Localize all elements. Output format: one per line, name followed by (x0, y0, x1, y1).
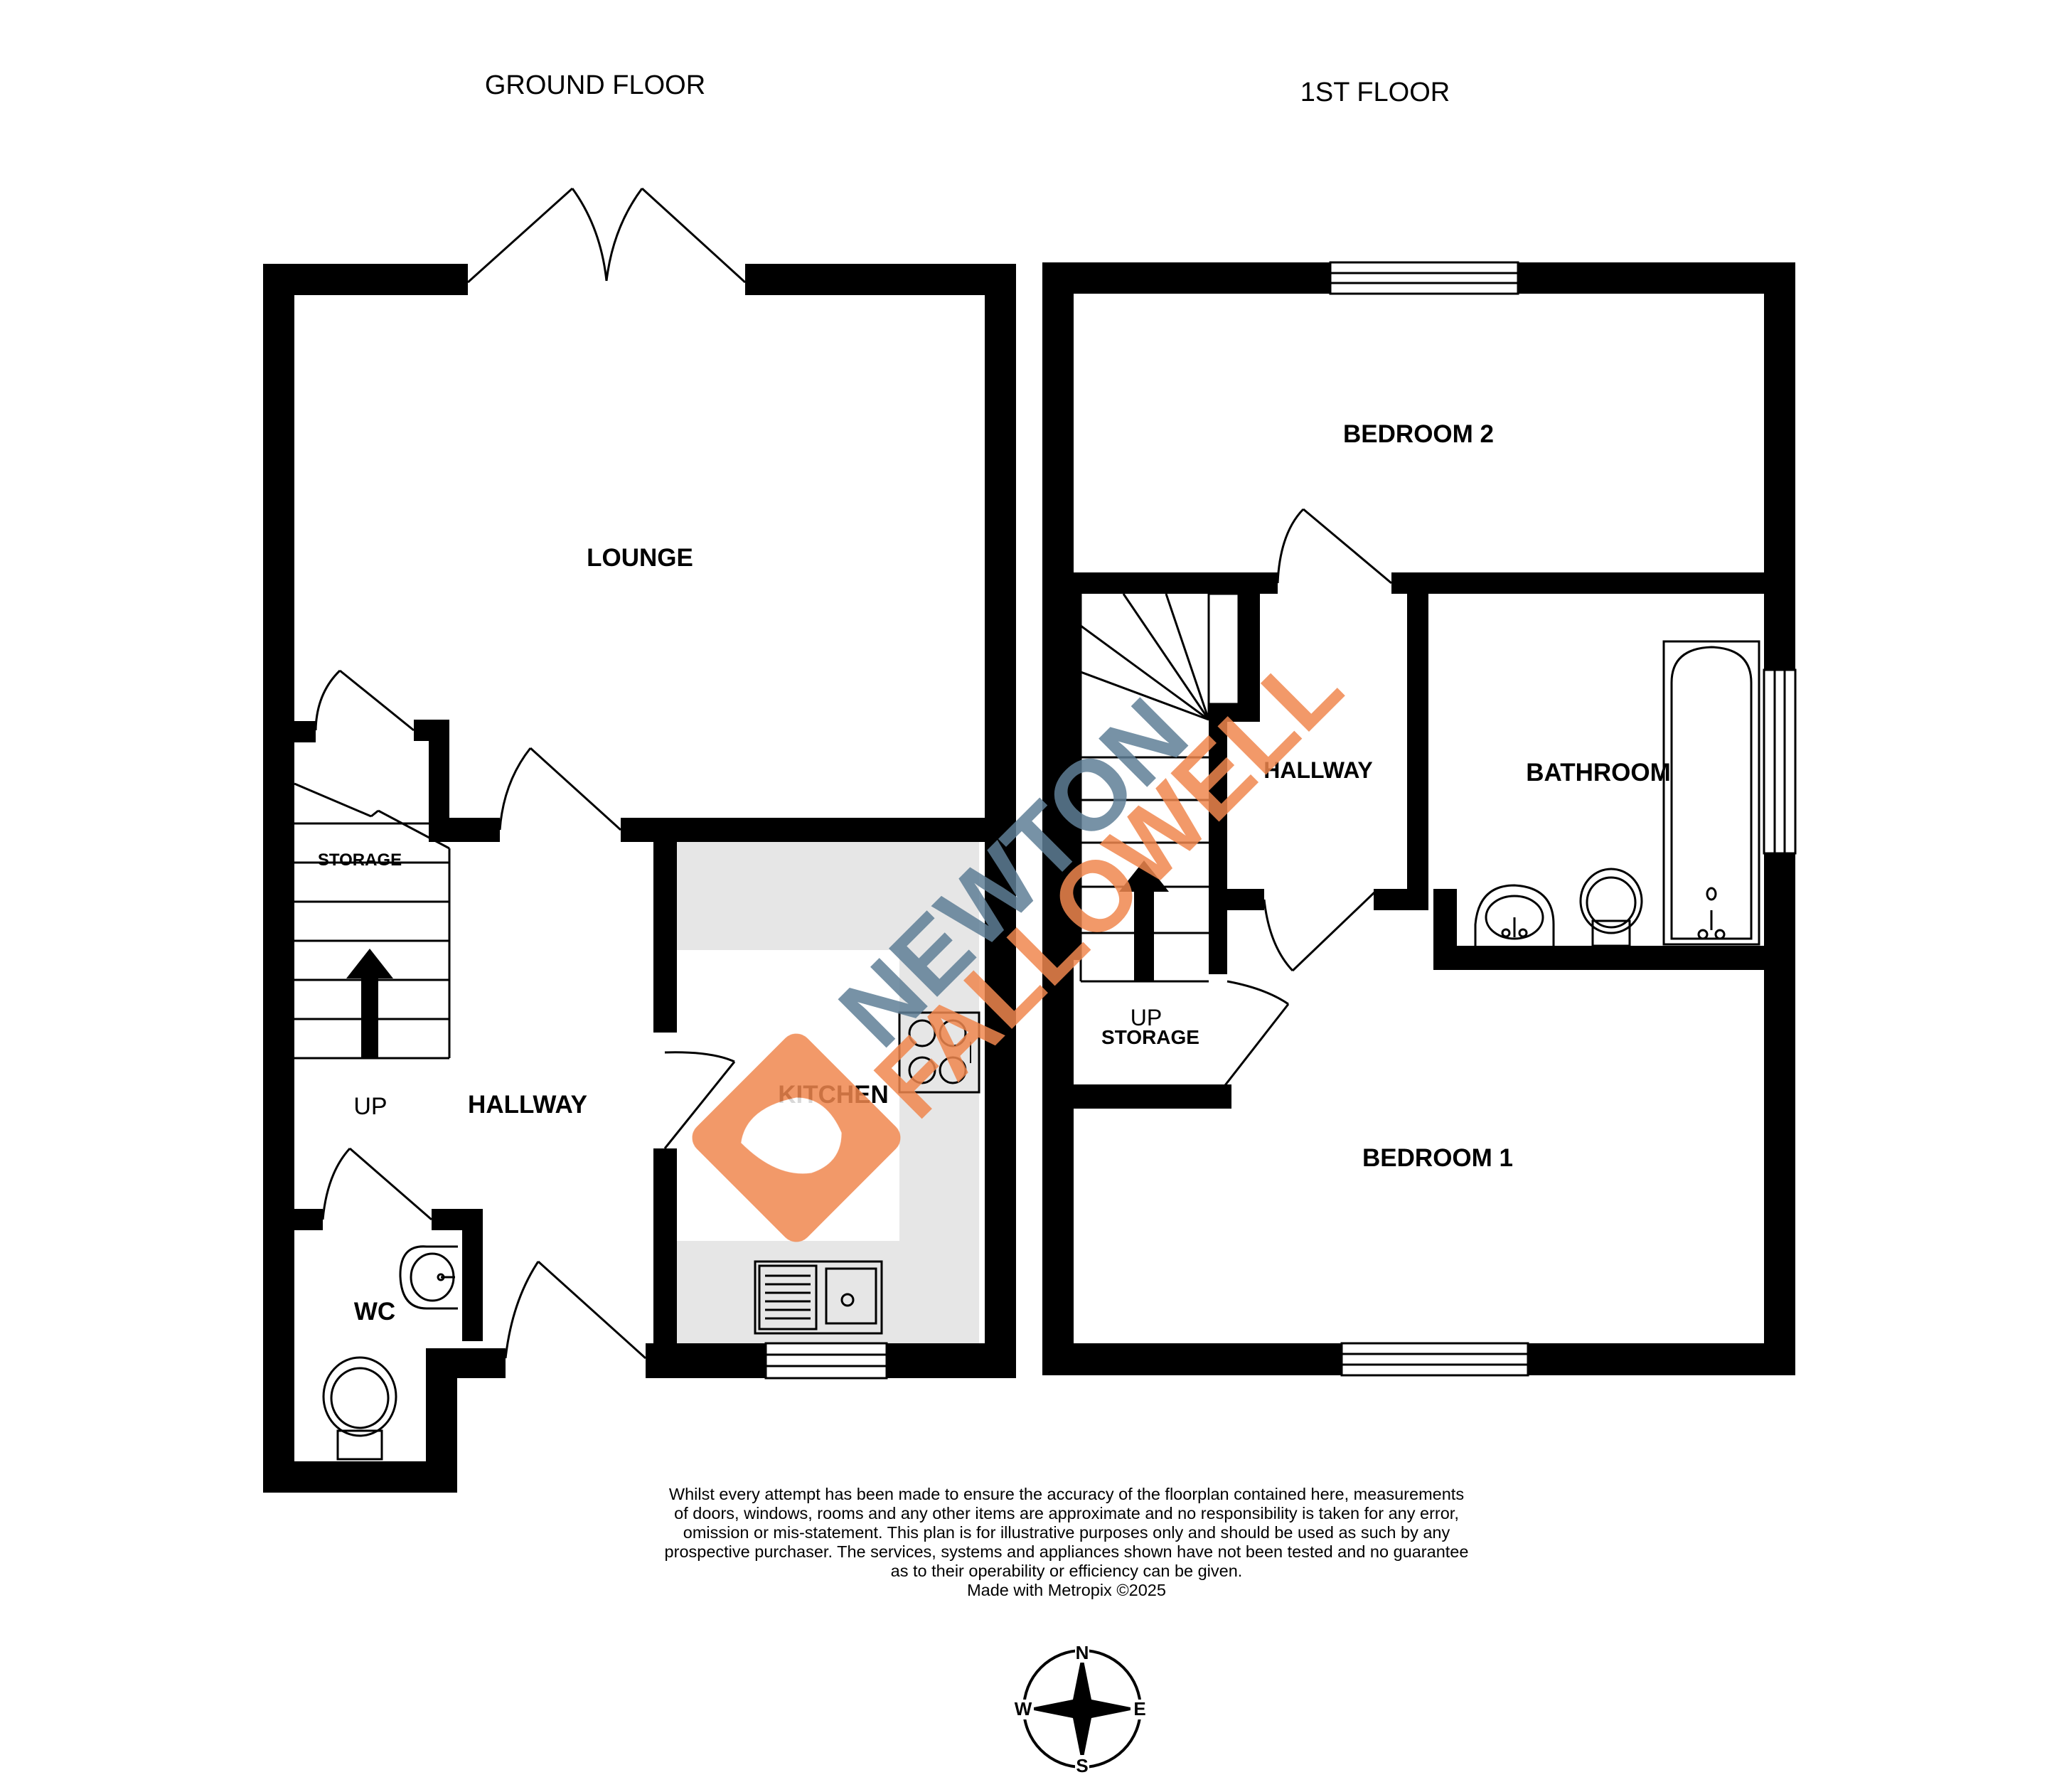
disclaimer-line: of doors, windows, rooms and any other i… (674, 1504, 1459, 1522)
lounge-label: LOUNGE (587, 544, 693, 572)
up-label: UP (353, 1093, 387, 1120)
storage-label: STORAGE (318, 850, 402, 870)
disclaimer-line: Whilst every attempt has been made to en… (669, 1485, 1464, 1503)
first-floor-title: 1ST FLOOR (1300, 78, 1450, 107)
ground-floor: GROUND FLOOR LOUNGE STORAGE UP HALLWAY K… (263, 70, 1016, 1493)
ground-floor-title: GROUND FLOOR (485, 70, 705, 100)
compass-w: W (1015, 1698, 1032, 1719)
hob-icon (898, 1011, 980, 1094)
toilet-icon (1579, 868, 1643, 947)
bath-icon (1662, 640, 1760, 946)
bedroom1-label: BEDROOM 1 (1362, 1144, 1513, 1172)
hallway-label: HALLWAY (468, 1091, 587, 1119)
compass-s: S (1076, 1755, 1088, 1776)
bedroom2-label: BEDROOM 2 (1343, 420, 1494, 448)
first-stairs (1079, 592, 1240, 983)
basin-icon (399, 1245, 458, 1310)
first-floor: 1ST FLOOR BEDROOM 2 HALLWAY BATHROOM UP … (1042, 78, 1797, 1377)
kitchen-window (764, 1342, 888, 1380)
first-doors (1222, 508, 1392, 1089)
compass-rose-icon: N S W E (1015, 1642, 1146, 1776)
compass-n: N (1076, 1642, 1089, 1663)
first-hallway-label: HALLWAY (1263, 757, 1373, 783)
up-arrow-icon (346, 949, 393, 1058)
first-walls (1042, 262, 1795, 1375)
disclaimer-line: prospective purchaser. The services, sys… (665, 1542, 1469, 1561)
wc-label: WC (354, 1298, 395, 1326)
disclaimer-line: omission or mis-statement. This plan is … (683, 1523, 1450, 1542)
first-storage-label: STORAGE (1101, 1026, 1199, 1048)
disclaimer-line: as to their operability or efficiency ca… (891, 1562, 1243, 1580)
ground-doors (314, 187, 747, 1360)
toilet-icon (322, 1356, 397, 1461)
disclaimer-line: Made with Metropix ©2025 (967, 1581, 1166, 1599)
first-up-label: UP (1131, 1005, 1162, 1030)
compass-e: E (1133, 1698, 1145, 1719)
ground-walls (263, 264, 1016, 1493)
bathroom-label: BATHROOM (1526, 759, 1671, 786)
up-arrow-icon (1119, 860, 1169, 981)
first-windows (1329, 261, 1797, 1377)
sink-icon (754, 1260, 883, 1335)
basin-icon (1474, 884, 1555, 946)
disclaimer: Whilst every attempt has been made to en… (665, 1485, 1469, 1599)
